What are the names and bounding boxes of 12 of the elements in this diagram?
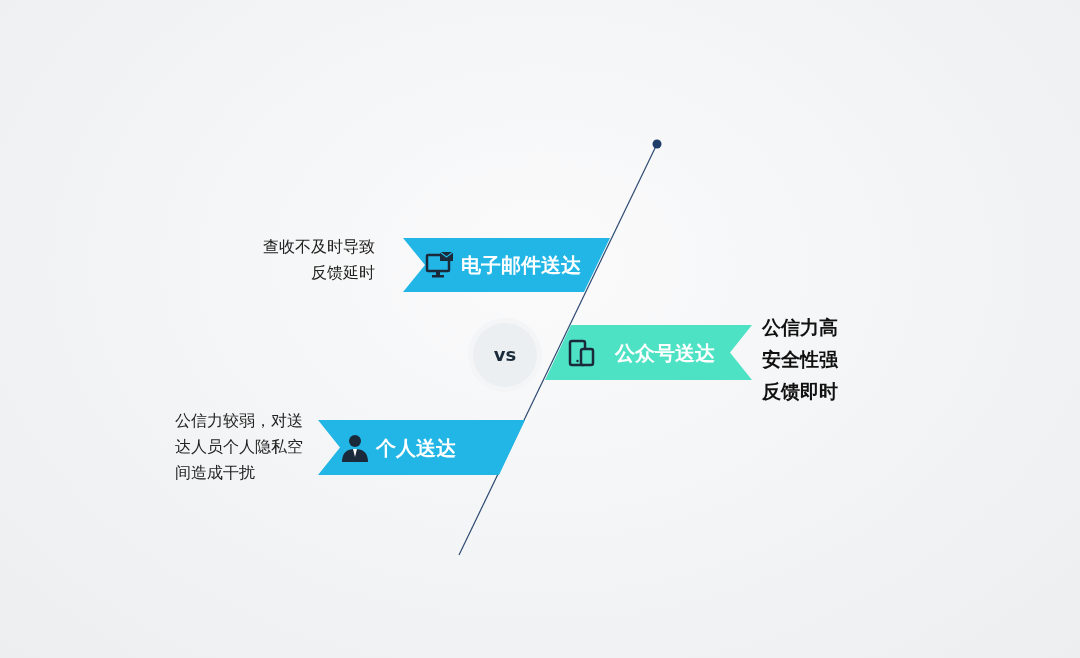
ribbon-label: 电子邮件送达	[461, 253, 581, 277]
ribbon-label: 个人送达	[376, 435, 456, 460]
side-note: 反馈即时	[762, 379, 838, 404]
side-note: 公信力高	[762, 315, 838, 340]
side-note: 查收不及时导致反馈延时	[262, 236, 375, 284]
vs-label: vs	[493, 343, 517, 367]
side-note: 安全性强	[762, 347, 838, 372]
side-note: 公信力较弱，对送达人员个人隐私空间造成干扰	[175, 410, 304, 484]
ribbon-banner	[318, 420, 525, 475]
ribbon-label: 公众号送达	[615, 340, 715, 365]
ribbon-banner	[403, 238, 610, 292]
ribbon-banner	[545, 325, 752, 380]
